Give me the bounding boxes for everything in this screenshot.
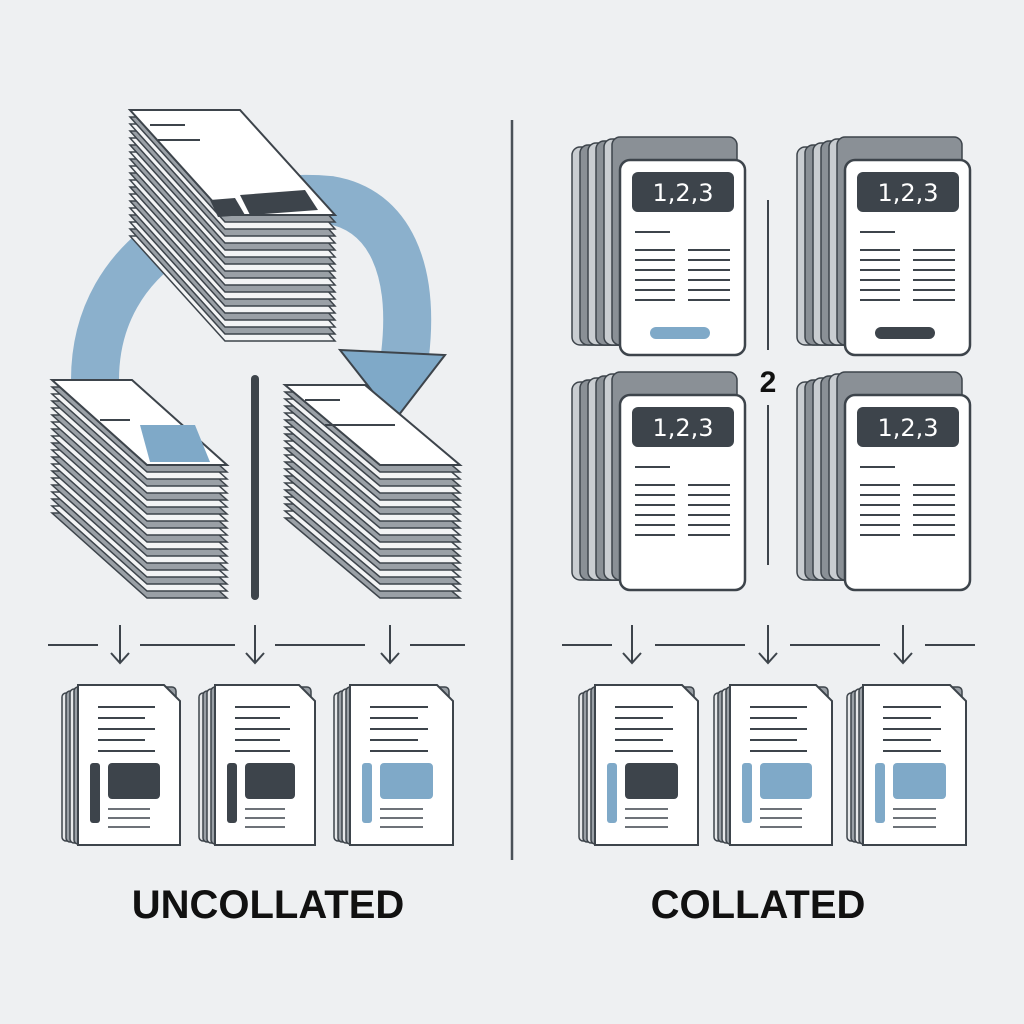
image-block	[108, 763, 160, 799]
page-order-badge	[857, 407, 959, 447]
side-bar	[362, 763, 372, 823]
side-bar	[90, 763, 100, 823]
page-order-badge-text: 1,2,3	[652, 179, 713, 207]
collated-set: 1,2,3	[571, 136, 747, 357]
top-sheet	[127, 109, 338, 216]
output-document	[846, 684, 967, 846]
card-button	[650, 327, 710, 339]
page-order-badge	[632, 407, 734, 447]
card-button	[875, 327, 935, 339]
down-arrow-icon	[380, 652, 400, 665]
down-arrow-icon	[110, 652, 130, 665]
arrow-head-icon	[337, 348, 447, 422]
uncollated-section	[48, 109, 465, 846]
side-bar	[607, 763, 617, 823]
page-order-badge-text: 1,2,3	[877, 414, 938, 442]
image-block	[625, 763, 678, 799]
collated-marker: 2	[760, 366, 777, 399]
image-block	[760, 763, 812, 799]
collated-section: 1,2,3 1,2,3 1,2,3 1,2,3	[562, 136, 975, 846]
page-order-badge	[857, 172, 959, 212]
left-paper-stack	[49, 379, 230, 599]
side-bar	[742, 763, 752, 823]
image-block	[210, 198, 245, 217]
top-paper-stack	[127, 109, 338, 342]
output-document	[61, 684, 181, 846]
collated-set: 1,2,3	[796, 371, 972, 592]
output-document	[713, 684, 833, 846]
image-block	[380, 763, 433, 799]
output-document	[578, 684, 699, 846]
collated-set: 1,2,3	[571, 371, 747, 592]
side-bar	[227, 763, 237, 823]
image-block	[140, 425, 210, 462]
down-arrow-icon	[893, 652, 913, 665]
separator-bar	[251, 375, 259, 600]
uncollated-label: UNCOLLATED	[132, 883, 405, 927]
image-block	[240, 190, 318, 215]
image-block	[893, 763, 946, 799]
page-order-badge-text: 1,2,3	[877, 179, 938, 207]
output-document	[333, 684, 454, 846]
right-paper-stack	[282, 384, 463, 599]
down-arrow-icon	[622, 652, 642, 665]
down-arrow-icon	[245, 652, 265, 665]
page-order-badge	[632, 172, 734, 212]
side-bar	[875, 763, 885, 823]
page-order-badge-text: 1,2,3	[652, 414, 713, 442]
output-document	[198, 684, 316, 846]
collated-label: COLLATED	[651, 883, 866, 927]
image-block	[245, 763, 295, 799]
down-arrow-icon	[758, 652, 778, 665]
collated-set: 1,2,3	[796, 136, 972, 357]
